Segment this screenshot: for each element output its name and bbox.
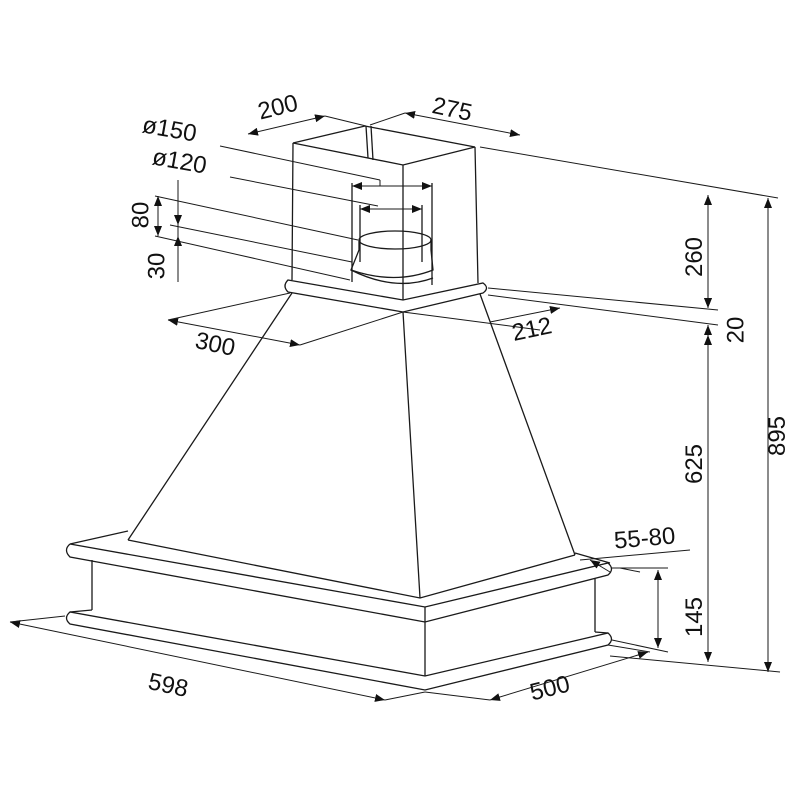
dimension-lines <box>9 110 781 702</box>
base-frame <box>65 530 613 691</box>
dim-canopy-height: 625 <box>681 443 709 485</box>
chimney <box>284 125 488 313</box>
dim-chimney-height: 260 <box>681 236 709 278</box>
dim-ring-height: 20 <box>722 316 750 344</box>
duct-spigot <box>350 183 434 285</box>
canopy <box>127 292 576 599</box>
dim-collar-80: 80 <box>127 201 155 229</box>
dim-trim-overhang: 55-80 <box>612 522 677 555</box>
dim-total-height: 895 <box>764 415 792 457</box>
dim-collar-30: 30 <box>143 252 171 280</box>
dim-base-height: 145 <box>681 596 709 638</box>
